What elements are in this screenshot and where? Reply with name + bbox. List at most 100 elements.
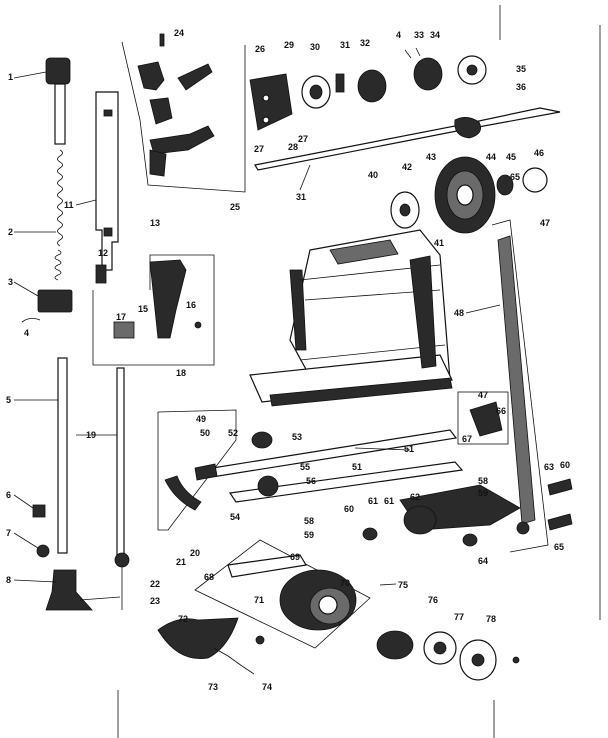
callout-65b: 65	[510, 172, 520, 182]
callout-19: 19	[86, 430, 96, 440]
tension-bracket-box	[92, 254, 215, 366]
callout-64: 64	[478, 556, 488, 566]
callout-68: 68	[204, 572, 214, 582]
callout-24: 24	[174, 28, 184, 38]
callout-70: 70	[340, 578, 350, 588]
callout-77: 77	[454, 612, 464, 622]
callout-32: 32	[360, 38, 370, 48]
callout-66: 66	[496, 406, 506, 416]
callout-60: 60	[560, 460, 570, 470]
callout-51b: 51	[352, 462, 362, 472]
callout-47: 47	[540, 218, 550, 228]
callout-58b: 58	[478, 476, 488, 486]
callout-35: 35	[516, 64, 526, 74]
callout-34: 34	[430, 30, 440, 40]
machine-head	[249, 229, 453, 407]
callout-31: 31	[340, 40, 350, 50]
callout-28: 28	[288, 142, 298, 152]
callout-36: 36	[516, 82, 526, 92]
callout-20: 20	[190, 548, 200, 558]
callout-74: 74	[262, 682, 272, 692]
callout-75: 75	[398, 580, 408, 590]
callout-25: 25	[230, 202, 240, 212]
callout-53: 53	[292, 432, 302, 442]
callout-1: 1	[8, 72, 13, 82]
callout-65: 65	[554, 542, 564, 552]
callout-3: 3	[8, 277, 13, 287]
shuttle-box	[157, 409, 458, 531]
callout-42: 42	[402, 162, 412, 172]
presser-bar-assembly	[21, 57, 93, 611]
callout-58: 58	[304, 516, 314, 526]
callout-11: 11	[64, 200, 74, 210]
feed-dog-box	[457, 391, 509, 445]
callout-78: 78	[486, 614, 496, 624]
callout-22: 22	[150, 579, 160, 589]
callout-59: 59	[304, 530, 314, 540]
callout-7: 7	[6, 528, 11, 538]
callout-61: 61	[368, 496, 378, 506]
callout-26: 26	[255, 44, 265, 54]
callout-72: 72	[178, 614, 188, 624]
callout-48: 48	[454, 308, 464, 318]
callout-4: 4	[24, 328, 29, 338]
needle-bar-frame	[95, 91, 119, 284]
bobbin-case-assembly	[194, 539, 371, 649]
callout-59b: 59	[478, 488, 488, 498]
frame-lines	[117, 5, 601, 738]
top-shaft-parts	[249, 47, 487, 131]
callout-54: 54	[230, 512, 240, 522]
callout-2: 2	[8, 227, 13, 237]
callout-29: 29	[284, 40, 294, 50]
callout-56: 56	[306, 476, 316, 486]
callout-67: 67	[462, 434, 472, 444]
callout-50: 50	[200, 428, 210, 438]
callout-76: 76	[428, 595, 438, 605]
needle-bar	[114, 367, 130, 610]
callout-17: 17	[116, 312, 126, 322]
callout-43: 43	[426, 152, 436, 162]
callout-46: 46	[534, 148, 544, 158]
callout-16: 16	[186, 300, 196, 310]
callout-23: 23	[150, 596, 160, 606]
rock-shaft	[228, 461, 521, 535]
callout-30: 30	[310, 42, 320, 52]
callout-61b: 61	[384, 496, 394, 506]
callout-71: 71	[254, 595, 264, 605]
callout-8: 8	[6, 575, 11, 585]
callout-4b: 4	[396, 30, 401, 40]
callout-33: 33	[414, 30, 424, 40]
handwheel-assembly	[390, 156, 548, 234]
callout-51: 51	[404, 444, 414, 454]
callout-27b: 27	[254, 144, 264, 154]
callout-52: 52	[228, 428, 238, 438]
callout-45: 45	[506, 152, 516, 162]
callout-27: 27	[298, 134, 308, 144]
callout-69: 69	[290, 552, 300, 562]
callout-49: 49	[196, 414, 206, 424]
callout-31b: 31	[296, 192, 306, 202]
callout-labels: 1 2 3 4 5 6 7 8 11 12 13 15 16 17 18 19 …	[6, 28, 570, 692]
callout-6: 6	[6, 490, 11, 500]
feed-rod	[491, 219, 549, 553]
callout-13: 13	[150, 218, 160, 228]
callout-15: 15	[138, 304, 148, 314]
callout-21: 21	[176, 557, 186, 567]
callout-40: 40	[368, 170, 378, 180]
callout-73: 73	[208, 682, 218, 692]
callout-18: 18	[176, 368, 186, 378]
take-up-linkage	[121, 33, 246, 193]
callout-60b: 60	[344, 504, 354, 514]
callout-5: 5	[6, 395, 11, 405]
leader-lines	[13, 71, 501, 601]
arm-shaft	[254, 107, 561, 171]
side-screws	[362, 478, 573, 547]
callout-44: 44	[486, 152, 496, 162]
bottom-loose-parts	[157, 617, 520, 681]
callout-12: 12	[98, 248, 108, 258]
callout-63: 63	[544, 462, 554, 472]
callout-62: 62	[410, 492, 420, 502]
callout-41: 41	[434, 238, 444, 248]
